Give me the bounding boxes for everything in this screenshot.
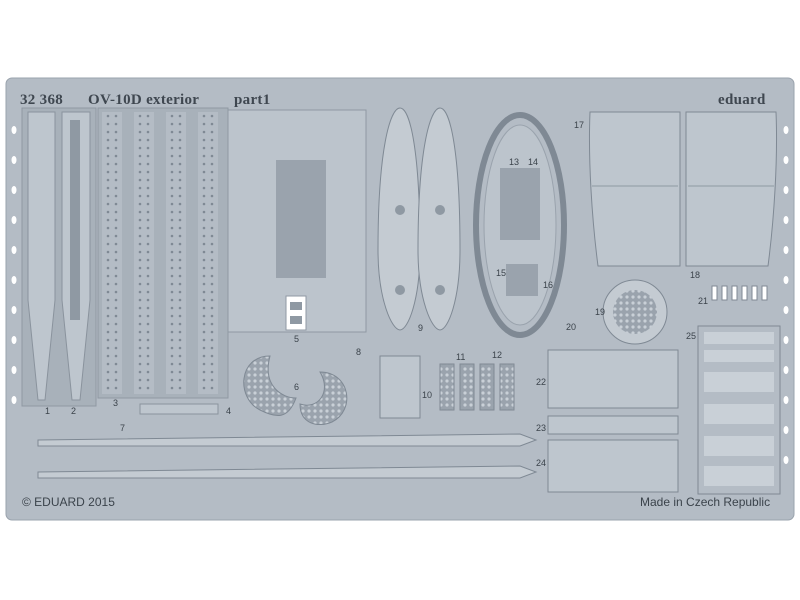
- part-number-21: 21: [698, 296, 709, 306]
- part-number-5: 5: [294, 334, 300, 344]
- product-code: 32 368: [20, 92, 64, 108]
- part-number-4: 4: [226, 406, 232, 416]
- part-number-14: 14: [528, 157, 539, 167]
- part-number-16: 16: [543, 280, 554, 290]
- part-8-panel: [227, 109, 367, 333]
- part-number-3: 3: [113, 398, 119, 408]
- part-10-block: [379, 355, 421, 419]
- copyright-label: © EDUARD 2015: [22, 495, 115, 509]
- part-number-1: 1: [45, 406, 51, 416]
- part-3-rivet-strips: [97, 107, 229, 399]
- border-vent-holes: [11, 126, 789, 464]
- part-11-12-grilles: [439, 363, 515, 411]
- sheet-label: part1: [234, 92, 271, 108]
- part-7-rods: [37, 433, 538, 479]
- part-number-17: 17: [574, 120, 585, 130]
- part-20-oval-ring: [473, 112, 567, 338]
- part-25-ladder: [697, 325, 781, 495]
- part-number-20: 20: [566, 322, 577, 332]
- part-number-9: 9: [418, 323, 424, 333]
- part-number-8: 8: [356, 347, 362, 357]
- part-number-10: 10: [422, 390, 433, 400]
- part-number-15: 15: [496, 268, 507, 278]
- part-number-13: 13: [509, 157, 520, 167]
- part-19-disc: [602, 279, 668, 345]
- part-number-6: 6: [294, 382, 300, 392]
- part-number-2: 2: [71, 406, 77, 416]
- part-4-bar: [139, 403, 219, 415]
- part-number-23: 23: [536, 423, 547, 433]
- fret-title: OV-10D exterior: [88, 92, 200, 108]
- part-21-tabs: [711, 285, 768, 301]
- brand-label: eduard: [718, 92, 766, 108]
- part-1-2-strips: [21, 107, 97, 407]
- part-22-24-panels: [547, 349, 679, 493]
- part-number-24: 24: [536, 458, 547, 468]
- part-number-22: 22: [536, 377, 547, 387]
- part-number-18: 18: [690, 270, 701, 280]
- part-number-11: 11: [456, 352, 466, 362]
- part-9-twin-covers: [377, 107, 461, 331]
- origin-label: Made in Czech Republic: [640, 495, 771, 509]
- part-number-7: 7: [120, 423, 126, 433]
- part-number-12: 12: [492, 350, 503, 360]
- part-17-double-door: [588, 111, 778, 267]
- part-number-19: 19: [595, 307, 606, 317]
- part-number-25: 25: [686, 331, 697, 341]
- part-6-crescent-mesh: [243, 355, 348, 426]
